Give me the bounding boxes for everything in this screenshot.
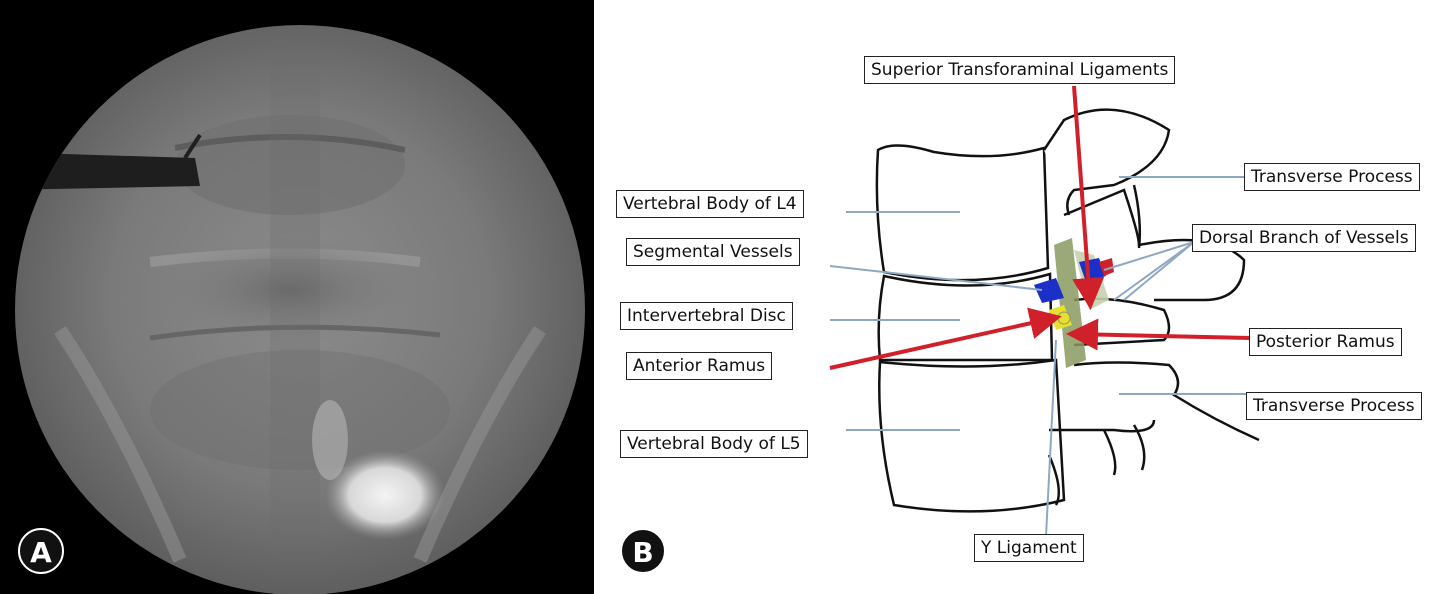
label-vertebral-body-l4: Vertebral Body of L4 [616, 190, 804, 218]
disc-shape [877, 272, 1054, 362]
upper-transverse-shape [1042, 108, 1171, 216]
label-y-ligament: Y Ligament [974, 534, 1084, 562]
label-transverse-process-top: Transverse Process [1244, 163, 1420, 191]
fluoroscopy-image [0, 0, 594, 594]
label-anterior-ramus: Anterior Ramus [626, 352, 773, 380]
l4-body-shape [875, 144, 1050, 282]
label-vertebral-body-l5: Vertebral Body of L5 [620, 430, 808, 458]
label-superior-transforaminal-ligaments: Superior Transforaminal Ligaments [864, 56, 1176, 84]
arrow-posterior-ramus [1066, 318, 1251, 351]
arrow-anterior-ramus [829, 307, 1062, 370]
panel-a-badge: A [18, 528, 64, 574]
arrow-superior-ligament [1072, 85, 1105, 310]
leader-lines [829, 176, 1246, 537]
label-posterior-ramus: Posterior Ramus [1249, 328, 1402, 356]
panel-b-badge: B [620, 528, 666, 574]
label-dorsal-branch-of-vessels: Dorsal Branch of Vessels [1192, 224, 1416, 252]
label-intervertebral-disc: Intervertebral Disc [620, 302, 793, 330]
red-arrows [829, 85, 1251, 370]
segmental-vessel-blue [1034, 278, 1064, 303]
l5-body-shape [878, 358, 1066, 513]
fluoroscopy-panel: A [0, 0, 594, 594]
spine-diagram [829, 85, 1260, 537]
label-transverse-process-bottom: Transverse Process [1246, 392, 1422, 420]
segmental-vessel-red [1099, 258, 1114, 276]
label-segmental-vessels: Segmental Vessels [626, 238, 800, 266]
anatomy-diagram-panel: Superior Transforaminal Ligaments Transv… [594, 0, 1440, 594]
